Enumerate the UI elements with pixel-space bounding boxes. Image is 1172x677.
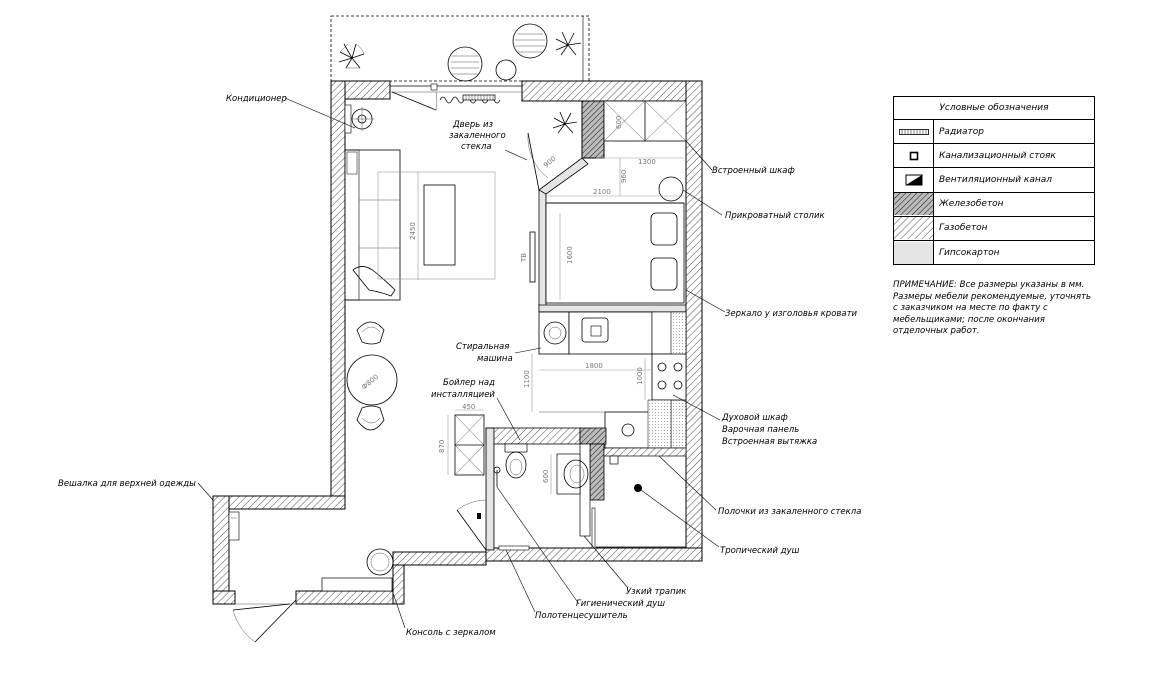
balcony-chair [447, 23, 548, 82]
plant-icon [555, 31, 582, 56]
note-text: ПРИМЕЧАНИЕ: Все размеры указаны в мм. Ра… [893, 280, 1092, 337]
dim-600-sink: 600 [542, 470, 550, 483]
dim-900: 900 [542, 155, 557, 170]
label-mirror: Зеркало у изголовья кровати [725, 309, 858, 319]
dim-1300: 1300 [638, 158, 656, 166]
label-oven-3: Встроенная вытяжка [722, 437, 817, 447]
label-boiler-1: Бойлер над [443, 378, 495, 388]
legend-row-aerated: Газобетон [894, 215, 1094, 240]
dim-1100: 1100 [523, 370, 531, 388]
exterior-walls [212, 80, 703, 605]
balcony [330, 15, 590, 82]
vent-duct-icon [894, 168, 934, 192]
dim-600: 600 [615, 116, 623, 129]
leader-lines [197, 97, 726, 629]
radiator-icon [894, 120, 934, 144]
label-oven-1: Духовой шкаф [721, 413, 788, 423]
legend-label: Железобетон [939, 199, 1004, 210]
legend-title: Условные обозначения [939, 103, 1049, 113]
dim-1600: 1600 [566, 246, 574, 264]
legend-row-radiator: Радиатор [894, 119, 1094, 144]
label-washer-2: машина [477, 354, 513, 364]
legend-label: Вентиляционный канал [939, 174, 1053, 185]
label-towel-dryer: Полотенцесушитель [535, 611, 628, 621]
dim-1000: 1000 [636, 367, 644, 385]
legend-label: Радиатор [939, 126, 984, 137]
legend-label: Гипсокартон [939, 247, 1000, 258]
dim-2450: 2450 [409, 222, 417, 240]
label-shower: Тропический душ [720, 546, 800, 556]
reinforced-concrete-hatch [894, 192, 934, 216]
air-conditioner [344, 104, 374, 134]
legend-label: Канализационный стояк [939, 150, 1056, 161]
label-glass-shelves: Полочки из закаленного стекла [718, 507, 861, 517]
aerated-concrete-hatch [894, 216, 934, 240]
label-glass-door-2: закаленного [449, 131, 506, 141]
hallway [228, 511, 394, 643]
dim-2100: 2100 [593, 188, 611, 196]
label-ac: Кондиционер [226, 94, 287, 104]
dim-960: 960 [620, 170, 628, 183]
bathroom [447, 409, 687, 551]
tv-label: ТВ [520, 253, 528, 263]
label-boiler-2: инсталляцией [431, 390, 495, 400]
legend-row-vent: Вентиляционный канал [894, 167, 1094, 192]
label-narrow-rack: Узкий трапик [626, 587, 687, 597]
label-wardrobe: Встроенный шкаф [712, 166, 795, 176]
label-washer-1: Стиральная [456, 342, 509, 352]
dim-870: 870 [438, 440, 446, 453]
legend-row-sewer: Канализационный стояк [894, 143, 1094, 168]
legend-table: Условные обозначения Радиатор Канализаци… [893, 96, 1095, 266]
label-console: Консоль с зеркалом [406, 628, 496, 638]
dim-1800: 1800 [585, 362, 603, 370]
label-glass-door-1: Дверь из [452, 120, 494, 130]
label-glass-door-3: стекла [461, 142, 492, 152]
living-room-furniture [344, 149, 536, 431]
balcony-door [390, 83, 522, 111]
legend-row-drywall: Гипсокартон [894, 239, 1094, 265]
dim-450: 450 [462, 403, 475, 411]
label-oven-2: Варочная панель [722, 425, 799, 435]
label-coat-rack: Вешалка для верхней одежды [58, 479, 196, 489]
bedroom [527, 100, 687, 313]
plant-icon [552, 111, 578, 134]
label-nightstand: Прикроватный столик [725, 211, 825, 221]
room-labels: Кондиционер Дверь из закаленного стекла … [58, 94, 861, 638]
sewer-riser-icon [894, 144, 934, 168]
legend-row-concrete: Железобетон [894, 191, 1094, 216]
drywall-hatch [894, 240, 934, 265]
label-hygienic-shower: Гигиенический душ [576, 599, 665, 609]
dim-table: Ф800 [360, 373, 380, 392]
legend-label: Газобетон [939, 223, 988, 234]
plant-icon [338, 43, 365, 69]
